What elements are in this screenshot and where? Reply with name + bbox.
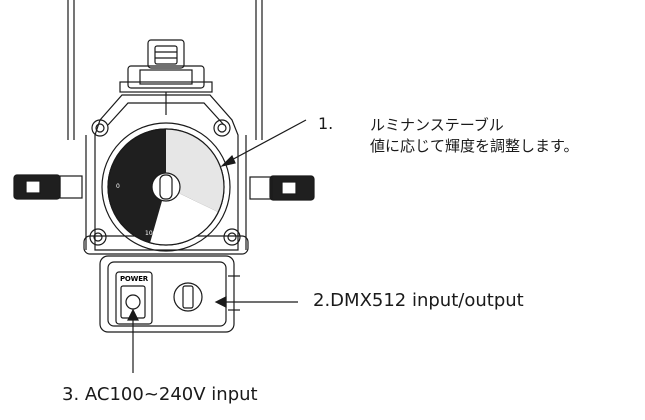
corner-screws [89, 119, 241, 246]
side-knob-right [249, 175, 315, 201]
luminance-dial [101, 122, 231, 252]
yoke-arms [67, 0, 263, 140]
dial-max-label: 100 [145, 230, 157, 237]
callout-dimmer-title: ルミナンステーブル [370, 116, 504, 134]
power-switch-label: POWER [120, 275, 148, 283]
leader-arrow-dmx [214, 296, 298, 308]
leader-arrow-dimmer [220, 119, 307, 168]
callout-dimmer-description: 値に応じて輝度を調整します。 [370, 137, 579, 155]
leader-arrow-power [127, 308, 139, 373]
fixture-body [83, 94, 249, 255]
side-knob-left [13, 174, 83, 200]
callout-power-label: 3. AC100~240V input [62, 384, 258, 405]
top-handle [119, 39, 213, 115]
dial-min-label: 0 [116, 183, 120, 190]
callout-dimmer-number: 1. [318, 114, 334, 133]
callout-dmx-label: 2.DMX512 input/output [313, 290, 524, 311]
rear-panel [99, 255, 240, 333]
